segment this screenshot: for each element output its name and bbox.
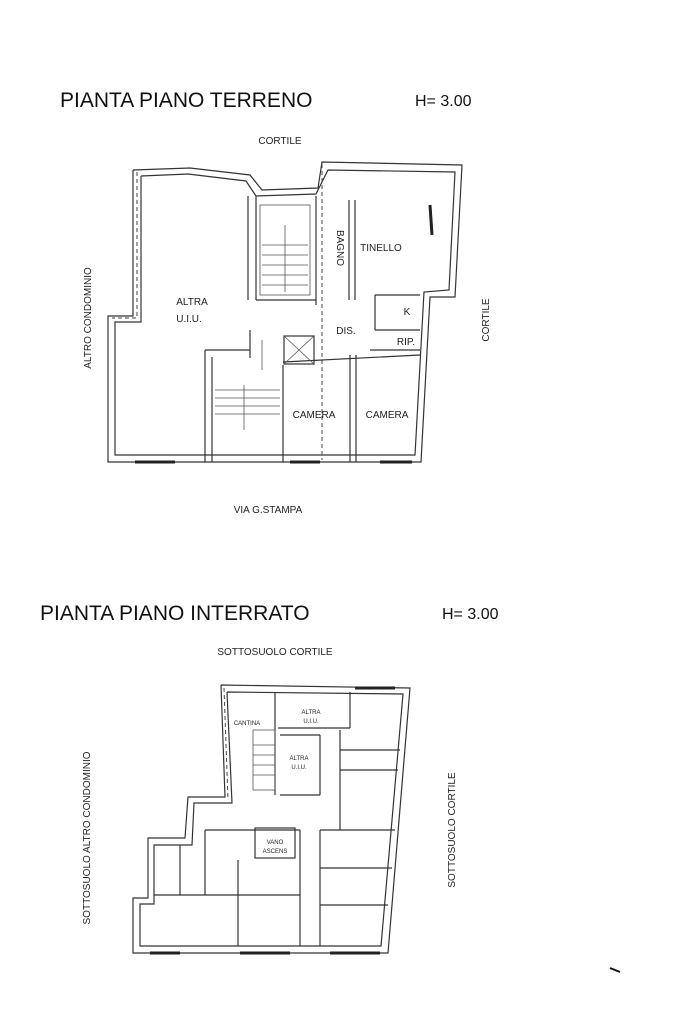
basement-title: PIANTA PIANO INTERRATO [40, 602, 310, 625]
room-dis: DIS. [336, 326, 355, 337]
room-altra-b-line2: U.I.U. [291, 765, 307, 771]
room-altra-a-line2: U.I.U. [303, 719, 319, 725]
ground-stairs [215, 204, 311, 430]
basement-inner-walls [154, 692, 400, 946]
basement-plan: PIANTA PIANO INTERRATO H= 3.00 SOTTOSUOL… [40, 602, 499, 955]
ground-outer-walls [107, 161, 463, 463]
ground-floor-title: PIANTA PIANO TERRENO [60, 89, 312, 112]
room-bagno: BAGNO [334, 230, 345, 266]
room-altra-uiu-line1: ALTRA [176, 297, 208, 308]
basement-height: H= 3.00 [442, 606, 499, 623]
basement-outer-walls [132, 684, 411, 954]
basement-stairs [252, 729, 276, 791]
room-cantina: CANTINA [234, 721, 260, 727]
ground-windows [135, 204, 434, 464]
room-vano-line2: ASCENS [263, 849, 288, 855]
basement-east-label: SOTTOSUOLO CORTILE [447, 772, 458, 888]
corner-mark [609, 967, 621, 973]
room-k: K [404, 307, 411, 318]
basement-north-label: SOTTOSUOLO CORTILE [217, 647, 333, 658]
room-rip: RIP. [397, 337, 415, 348]
room-camera-2: CAMERA [366, 410, 409, 421]
room-camera-1: CAMERA [293, 410, 336, 421]
ground-south-label: VIA G.STAMPA [234, 505, 303, 516]
ground-lift-shaft [283, 335, 315, 365]
room-altra-a-line1: ALTRA [302, 710, 321, 716]
basement-windows [150, 686, 395, 955]
room-altra-uiu-line2: U.I.U. [176, 314, 202, 325]
basement-west-label: SOTTOSUOLO ALTRO CONDOMINIO [82, 751, 93, 924]
room-altra-b-line1: ALTRA [290, 756, 309, 762]
ground-floor-plan: PIANTA PIANO TERRENO H= 3.00 CORTILE COR… [60, 89, 492, 516]
room-vano-line1: VANO [267, 840, 284, 846]
ground-inner-walls [204, 196, 421, 462]
ground-floor-height: H= 3.00 [415, 93, 472, 110]
ground-west-label: ALTRO CONDOMINIO [83, 267, 94, 369]
ground-east-label: CORTILE [481, 298, 492, 341]
room-tinello: TINELLO [360, 243, 402, 254]
ground-north-label: CORTILE [258, 136, 301, 147]
basement-lift-shaft [254, 827, 296, 859]
